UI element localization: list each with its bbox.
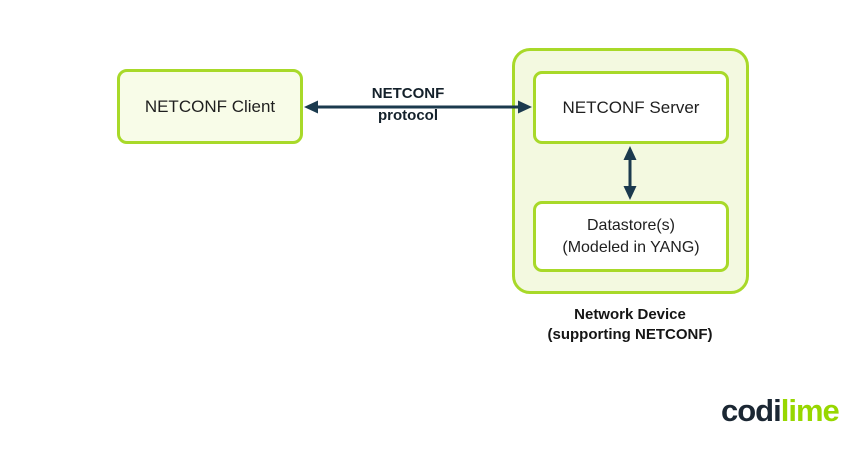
protocol-arrow-left-head-icon xyxy=(304,100,318,114)
netconf-client-box: NETCONF Client xyxy=(117,69,303,144)
protocol-label-line2: protocol xyxy=(378,107,438,124)
netconf-server-box: NETCONF Server xyxy=(533,71,729,144)
codilime-logo: codilime xyxy=(721,393,840,429)
logo-codi-text: codi xyxy=(721,393,782,428)
datastore-label-line1: Datastore(s) xyxy=(586,216,676,234)
network-device-caption-line2: (supporting NETCONF) xyxy=(547,326,713,343)
network-device-caption-line1: Network Device xyxy=(574,306,686,323)
network-device-caption: Network Device (supporting NETCONF) xyxy=(505,305,755,345)
protocol-arrow-label: NETCONF protocol xyxy=(348,85,468,127)
netconf-server-label: NETCONF Server xyxy=(562,97,700,117)
protocol-label-line1: NETCONF xyxy=(371,85,445,102)
datastore-label: Datastore(s) (Modeled in YANG) xyxy=(562,215,699,259)
netconf-client-label: NETCONF Client xyxy=(144,96,276,116)
logo-lime-text: lime xyxy=(780,393,840,428)
datastore-label-line2: (Modeled in YANG) xyxy=(562,238,700,256)
datastore-box: Datastore(s) (Modeled in YANG) xyxy=(533,201,729,272)
